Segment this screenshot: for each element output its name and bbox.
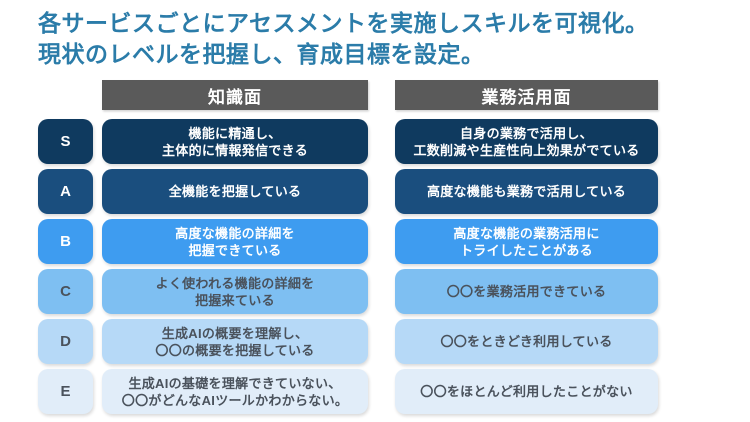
column-header-application: 業務活用面 <box>395 80 658 110</box>
assessment-row-b: B 高度な機能の詳細を 把握できている 高度な機能の業務活用に トライしたことが… <box>38 219 658 264</box>
knowledge-cell-b: 高度な機能の詳細を 把握できている <box>102 219 368 264</box>
application-cell-d: 〇〇をときどき利用している <box>395 319 658 364</box>
page-title-line2: 現状のレベルを把握し、育成目標を設定。 <box>38 41 485 67</box>
header-spacer <box>38 80 102 110</box>
grade-badge-s: S <box>38 119 93 164</box>
assessment-row-a: A 全機能を把握している 高度な機能も業務で活用している <box>38 169 658 214</box>
assessment-row-s: S 機能に精通し、 主体的に情報発信できる 自身の業務で活用し、 工数削減や生産… <box>38 119 658 164</box>
grade-badge-a: A <box>38 169 93 214</box>
grade-badge-e: E <box>38 369 93 414</box>
application-cell-a: 高度な機能も業務で活用している <box>395 169 658 214</box>
application-cell-s: 自身の業務で活用し、 工数削減や生産性向上効果がでている <box>395 119 658 164</box>
grade-badge-c: C <box>38 269 93 314</box>
knowledge-cell-c: よく使われる機能の詳細を 把握来ている <box>102 269 368 314</box>
application-cell-b: 高度な機能の業務活用に トライしたことがある <box>395 219 658 264</box>
knowledge-cell-d: 生成AIの概要を理解し、 〇〇の概要を把握している <box>102 319 368 364</box>
application-cell-e: 〇〇をほとんど利用したことがない <box>395 369 658 414</box>
page-title: 各サービスごとにアセスメントを実施しスキルを可視化。 現状のレベルを把握し、育成… <box>38 8 649 70</box>
column-header-row: 知識面 業務活用面 <box>38 80 658 110</box>
assessment-row-e: E 生成AIの基礎を理解できていない、 〇〇がどんなAIツールかわからない。 〇… <box>38 369 658 414</box>
knowledge-cell-e: 生成AIの基礎を理解できていない、 〇〇がどんなAIツールかわからない。 <box>102 369 368 414</box>
application-cell-c: 〇〇を業務活用できている <box>395 269 658 314</box>
grade-badge-d: D <box>38 319 93 364</box>
skill-assessment-matrix: 知識面 業務活用面 S 機能に精通し、 主体的に情報発信できる 自身の業務で活用… <box>38 80 658 414</box>
column-header-knowledge: 知識面 <box>102 80 368 110</box>
grade-badge-b: B <box>38 219 93 264</box>
knowledge-cell-a: 全機能を把握している <box>102 169 368 214</box>
assessment-row-d: D 生成AIの概要を理解し、 〇〇の概要を把握している 〇〇をときどき利用してい… <box>38 319 658 364</box>
knowledge-cell-s: 機能に精通し、 主体的に情報発信できる <box>102 119 368 164</box>
page-title-line1: 各サービスごとにアセスメントを実施しスキルを可視化。 <box>38 10 649 36</box>
assessment-row-c: C よく使われる機能の詳細を 把握来ている 〇〇を業務活用できている <box>38 269 658 314</box>
